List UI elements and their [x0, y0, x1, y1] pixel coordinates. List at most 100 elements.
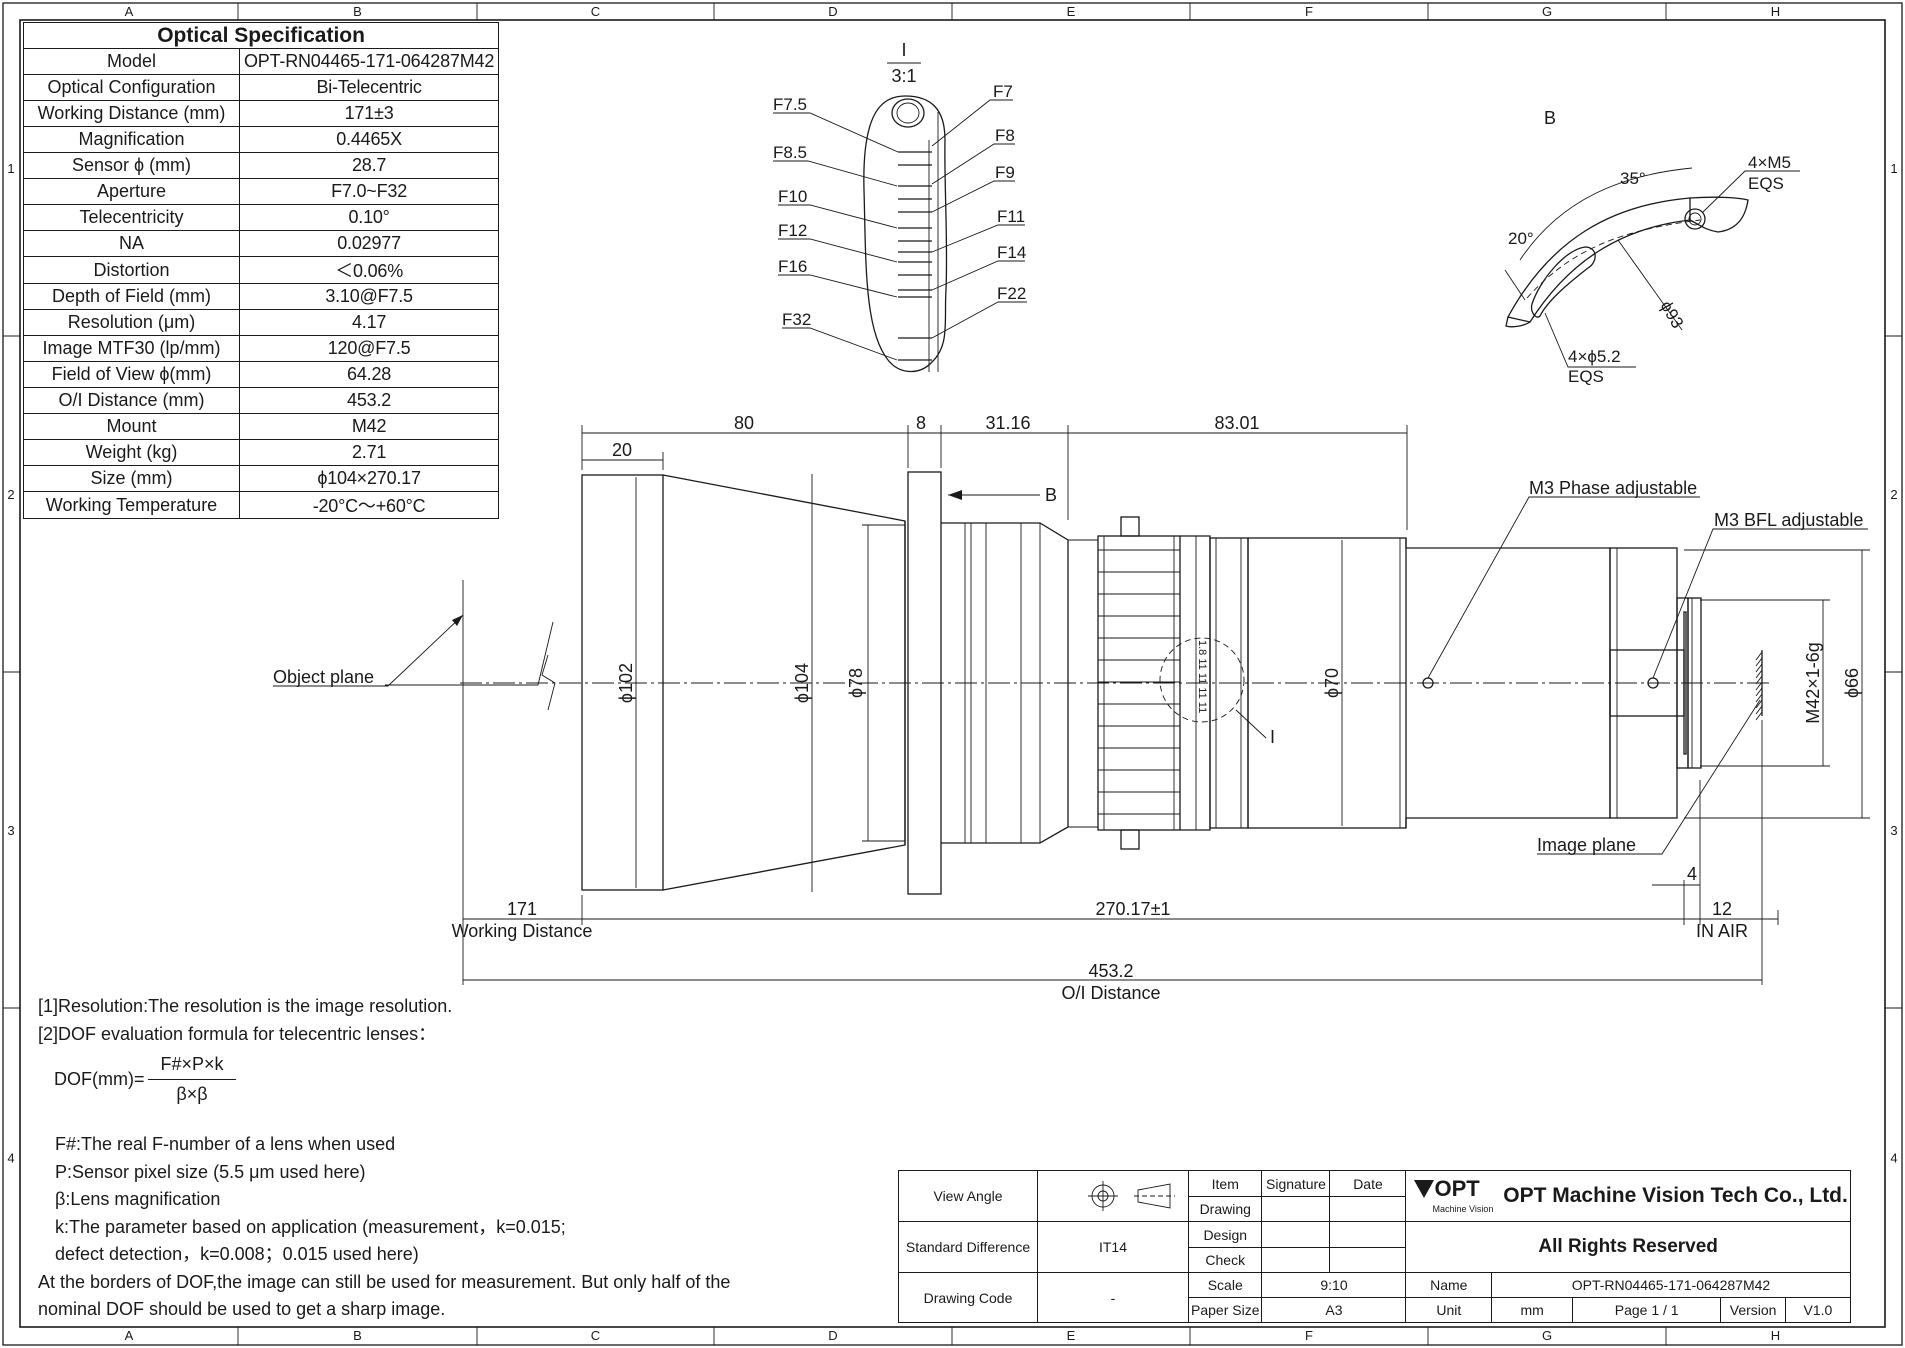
detail-b-angle-35: 35°	[1620, 169, 1646, 188]
bfl-label: IN AIR	[1696, 921, 1748, 941]
border-column-label: H	[1771, 1328, 1780, 1343]
dia-78: ϕ78	[846, 668, 866, 698]
spec-value: ＜0.06%	[238, 256, 500, 284]
company-name: OPT Machine Vision Tech Co., Ltd.	[1503, 1184, 1848, 1207]
spec-value: -20°C～+60°C	[238, 491, 500, 519]
drawing-code-label: Drawing Code	[898, 1272, 1038, 1323]
std-diff-value: IT14	[1037, 1221, 1189, 1273]
spec-row: Resolution (μm)4.17	[23, 309, 500, 336]
f-mark-label: F8	[995, 126, 1015, 145]
note-k-param: k:The parameter based on application (me…	[55, 1216, 566, 1237]
spec-row: Distortion＜0.06%	[23, 256, 500, 284]
border-column-label: B	[353, 4, 362, 19]
dim-20: 20	[612, 440, 632, 460]
detail-b-hole: 4×ϕ5.2	[1568, 347, 1621, 366]
spec-row: O/I Distance (mm)453.2	[23, 387, 500, 414]
spec-row: Depth of Field (mm)3.10@F7.5	[23, 283, 500, 310]
view-angle-label: View Angle	[898, 1170, 1038, 1222]
detail-b-hole-eqs: EQS	[1568, 367, 1604, 386]
spec-key: Telecentricity	[23, 204, 240, 231]
drawing-label: Drawing	[1187, 1196, 1263, 1222]
spec-value: OPT-RN04465-171-064287M42	[238, 48, 500, 75]
spec-value: ϕ104×270.17	[238, 465, 500, 492]
unit-label: Unit	[1405, 1297, 1493, 1323]
paper-size-label: Paper Size	[1187, 1297, 1263, 1323]
drawing-code-value: -	[1037, 1272, 1189, 1323]
detail-b-angle-20: 20°	[1508, 229, 1534, 248]
page-label: Page 1 / 1	[1572, 1297, 1722, 1323]
logo-text: OPT	[1434, 1176, 1480, 1201]
spec-row: Size (mm)ϕ104×270.17	[23, 465, 500, 492]
rights-reserved: All Rights Reserved	[1405, 1221, 1851, 1273]
border-row-label: 4	[1890, 1151, 1897, 1166]
spec-key: Mount	[23, 413, 240, 440]
border-column-label: D	[828, 1328, 837, 1343]
spec-key: Image MTF30 (lp/mm)	[23, 335, 240, 362]
f-mark-label: F11	[997, 207, 1025, 226]
detail-b-thread-eqs: EQS	[1748, 174, 1784, 193]
std-diff-label: Standard Difference	[898, 1221, 1038, 1273]
f-mark-label: F16	[778, 257, 807, 276]
spec-key: O/I Distance (mm)	[23, 387, 240, 414]
spec-key: Optical Configuration	[23, 74, 240, 101]
border-column-label: D	[828, 4, 837, 19]
dof-formula: DOF(mm)= F#×P×k β×β	[54, 1054, 236, 1105]
f-mark-label: F32	[782, 310, 811, 329]
spec-key: Sensor ϕ (mm)	[23, 152, 240, 179]
dim-bfl: 12	[1712, 899, 1732, 919]
f-mark-label: F8.5	[773, 143, 807, 162]
version-value: V1.0	[1785, 1297, 1851, 1323]
dim-80: 80	[734, 413, 754, 433]
border-column-label: A	[125, 4, 134, 19]
spec-key: Field of View ϕ(mm)	[23, 361, 240, 388]
spec-value: 0.4465X	[238, 126, 500, 153]
border-row-label: 3	[1890, 823, 1897, 838]
spec-row: Weight (kg)2.71	[23, 439, 500, 466]
spec-row: Field of View ϕ(mm)64.28	[23, 361, 500, 388]
border-row-label: 2	[1890, 487, 1897, 502]
dim-length: 270.17±1	[1096, 899, 1171, 919]
border-column-label: A	[125, 1328, 134, 1343]
note-pixel: P:Sensor pixel size (5.5 μm used here)	[55, 1161, 366, 1182]
section-arrow-b: B	[1045, 485, 1057, 505]
check-label: Check	[1187, 1247, 1263, 1273]
detail-b-diameter: ϕ93	[1657, 298, 1688, 332]
border-row-label: 1	[7, 161, 14, 176]
border-column-label: H	[1771, 4, 1780, 19]
spec-key: Distortion	[23, 256, 240, 284]
f-mark-label: F14	[997, 243, 1026, 262]
spec-value: 3.10@F7.5	[238, 283, 500, 310]
item-label: Item	[1187, 1170, 1263, 1197]
spec-value: 0.02977	[238, 230, 500, 257]
object-plane-label: Object plane	[273, 667, 374, 687]
spec-key: Size (mm)	[23, 465, 240, 492]
spec-row: Working Distance (mm)171±3	[23, 100, 500, 127]
f-mark-label: F22	[997, 284, 1026, 303]
dim-83-01: 83.01	[1214, 413, 1259, 433]
m3-phase-label: M3 Phase adjustable	[1529, 478, 1697, 498]
spec-row: Sensor ϕ (mm)28.7	[23, 152, 500, 179]
border-column-label: F	[1305, 1328, 1313, 1343]
working-distance-label: Working Distance	[452, 921, 593, 941]
paper-size-value: A3	[1261, 1297, 1407, 1323]
dia-102: ϕ102	[616, 663, 636, 703]
spec-key: Model	[23, 48, 240, 75]
aperture-ring-markings: 1.8 11 11 11 11	[1196, 640, 1208, 713]
spec-value: 120@F7.5	[238, 335, 500, 362]
border-column-label: E	[1067, 1328, 1076, 1343]
spec-value: 0.10°	[238, 204, 500, 231]
name-label: Name	[1405, 1272, 1493, 1298]
dia-66: ϕ66	[1842, 668, 1862, 698]
detail-b-view: B 35° 20° 4×M5 EQS 4×ϕ5.2 EQS ϕ93	[1504, 108, 1800, 386]
dim-oi-distance: 453.2	[1088, 961, 1133, 981]
spec-row: Image MTF30 (lp/mm)120@F7.5	[23, 335, 500, 362]
name-value: OPT-RN04465-171-064287M42	[1491, 1272, 1851, 1298]
border-column-label: G	[1542, 4, 1552, 19]
spec-value: F7.0~F32	[238, 178, 500, 205]
version-label: Version	[1720, 1297, 1787, 1323]
